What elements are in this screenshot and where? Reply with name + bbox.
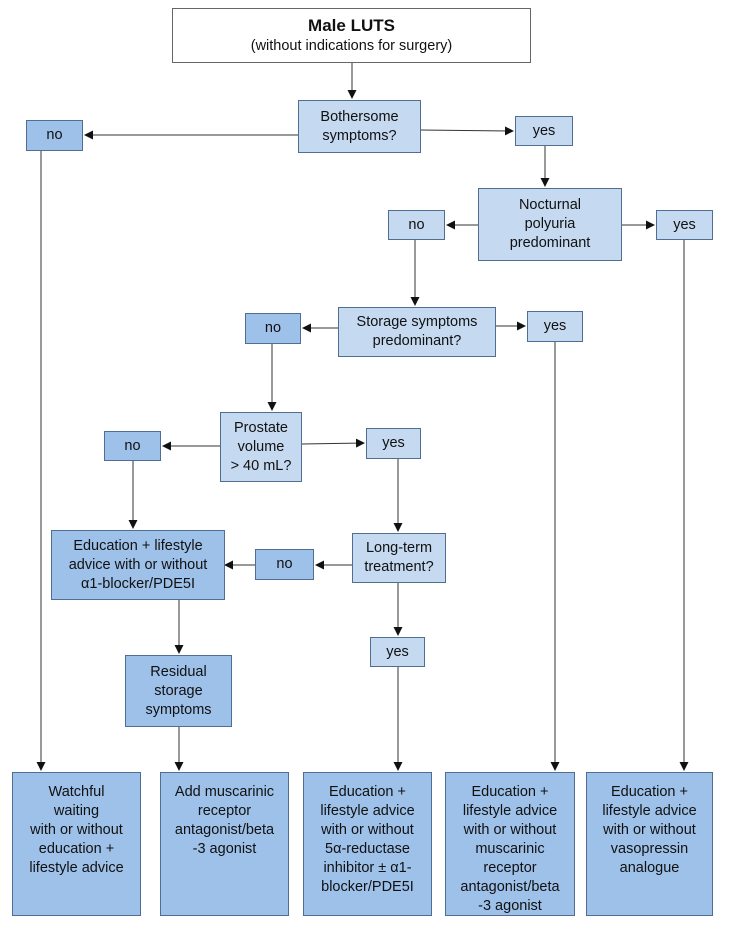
arrow-prostate-to-yes: [301, 438, 365, 448]
node-longterm-treatment: Long-term treatment?: [352, 533, 446, 583]
node-yes-bothersome: yes: [515, 116, 573, 146]
node-yes-storage: yes: [527, 311, 583, 342]
diagram-subtitle: (without indications for surgery): [250, 38, 453, 54]
outcome-muscarinic-antagonist: Education + lifestyle advice with or wit…: [445, 772, 575, 916]
node-no-longterm: no: [255, 549, 314, 580]
arrow-bothersome-to-yes: [419, 126, 514, 136]
node-prostate-volume: Prostate volume > 40 mL?: [220, 412, 302, 482]
outcome-watchful-waiting: Watchful waiting with or without educati…: [12, 772, 141, 916]
node-yes-longterm: yes: [370, 637, 425, 667]
node-no-prostate: no: [104, 431, 161, 461]
outcome-5-alpha-reductase: Education + lifestyle advice with or wit…: [303, 772, 432, 916]
outcome-vasopressin: Education + lifestyle advice with or wit…: [586, 772, 713, 916]
node-no-storage: no: [245, 313, 301, 344]
diagram-title: Male LUTS: [308, 16, 395, 35]
node-residual-storage: Residual storage symptoms: [125, 655, 232, 727]
node-bothersome-symptoms: Bothersome symptoms?: [298, 100, 421, 153]
node-no-nocturnal: no: [388, 210, 445, 240]
node-storage-symptoms: Storage symptoms predominant?: [338, 307, 496, 357]
node-education-alpha-blocker: Education + lifestyle advice with or wit…: [51, 530, 225, 600]
outcome-add-muscarinic: Add muscarinic receptor antagonist/beta …: [160, 772, 289, 916]
title-box: Male LUTS (without indications for surge…: [172, 8, 531, 63]
node-yes-prostate: yes: [366, 428, 421, 459]
node-yes-nocturnal: yes: [656, 210, 713, 240]
node-nocturnal-polyuria: Nocturnal polyuria predominant: [478, 188, 622, 261]
node-no-bothersome: no: [26, 120, 83, 151]
